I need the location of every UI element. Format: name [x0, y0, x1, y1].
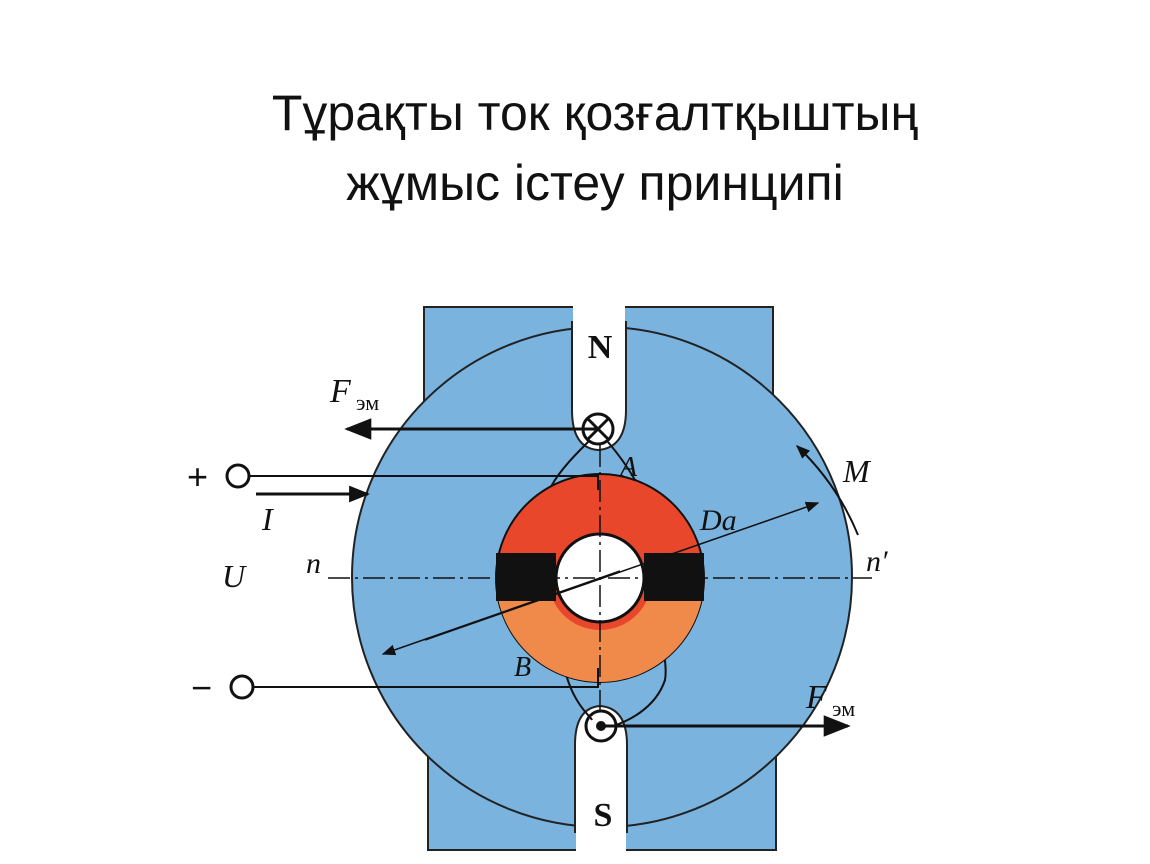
- current-label: I: [261, 501, 274, 537]
- brush-a-label: A: [618, 452, 638, 483]
- north-pole-label: N: [588, 329, 613, 366]
- diameter-label: Da: [699, 504, 737, 537]
- bottom-slot-gap: [576, 805, 626, 855]
- diameter-arrow: [424, 501, 820, 641]
- voltage-label: U: [222, 558, 247, 594]
- neutral-left-label: n: [306, 547, 321, 580]
- title-line-1: Тұрақты ток қозғалтқыштың: [271, 85, 919, 141]
- slide-title: Тұрақты ток қозғалтқыштың жұмыс істеу пр…: [0, 78, 1150, 218]
- top-slot-notch: [571, 321, 627, 452]
- force-bottom-subscript: эм: [832, 696, 855, 721]
- brush-b-label: B: [514, 652, 531, 683]
- top-slot-gap: [573, 300, 625, 348]
- plus-sign-label: +: [187, 456, 208, 497]
- minus-supply-wire: [253, 668, 599, 688]
- commutator-insulator-left: [496, 553, 556, 601]
- torque-arc-arrow: [795, 445, 859, 536]
- force-bottom-symbol: F: [805, 679, 828, 716]
- plus-terminal: [225, 463, 251, 489]
- force-top-symbol: F: [329, 373, 352, 410]
- title-line-2: жұмыс істеу принципі: [346, 155, 844, 211]
- force-top-subscript: эм: [356, 390, 379, 415]
- plus-supply-wire: [249, 475, 599, 490]
- minus-sign-label: −: [191, 667, 212, 708]
- diameter-arrow-back: [381, 570, 621, 656]
- minus-terminal: [229, 674, 255, 700]
- torque-label: M: [842, 453, 872, 489]
- south-pole-label: S: [594, 797, 613, 834]
- neutral-right-label: n′: [866, 545, 888, 578]
- commutator-insulator-right: [644, 553, 704, 601]
